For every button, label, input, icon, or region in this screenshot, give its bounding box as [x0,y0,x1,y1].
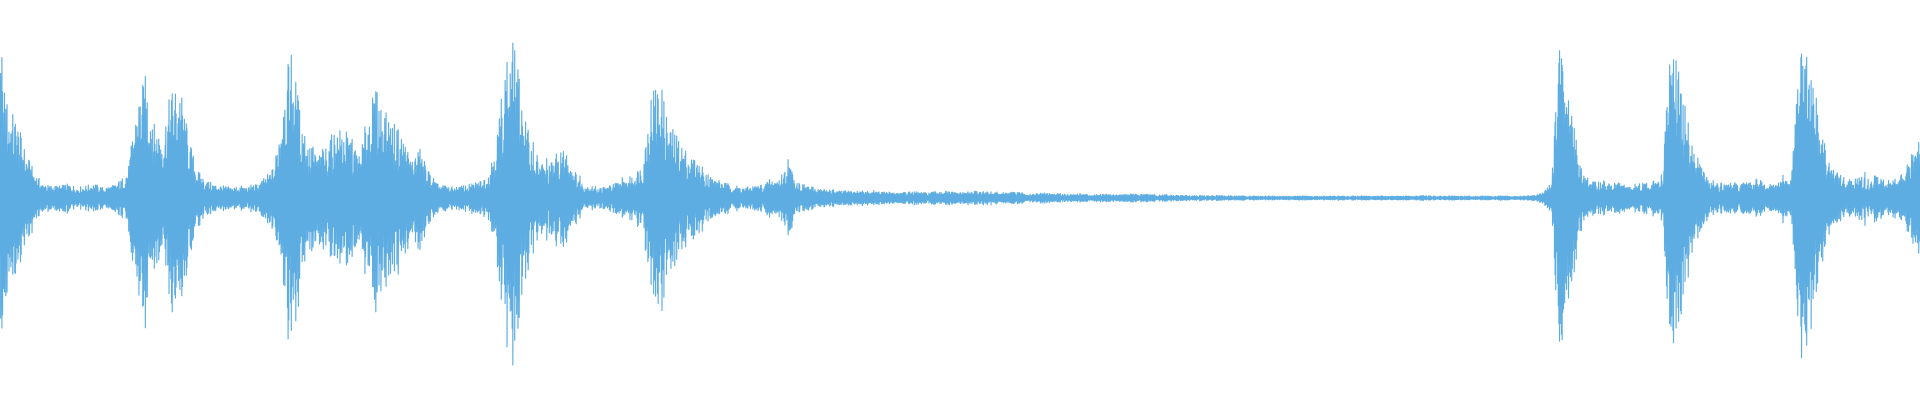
waveform-trace [0,42,1920,366]
